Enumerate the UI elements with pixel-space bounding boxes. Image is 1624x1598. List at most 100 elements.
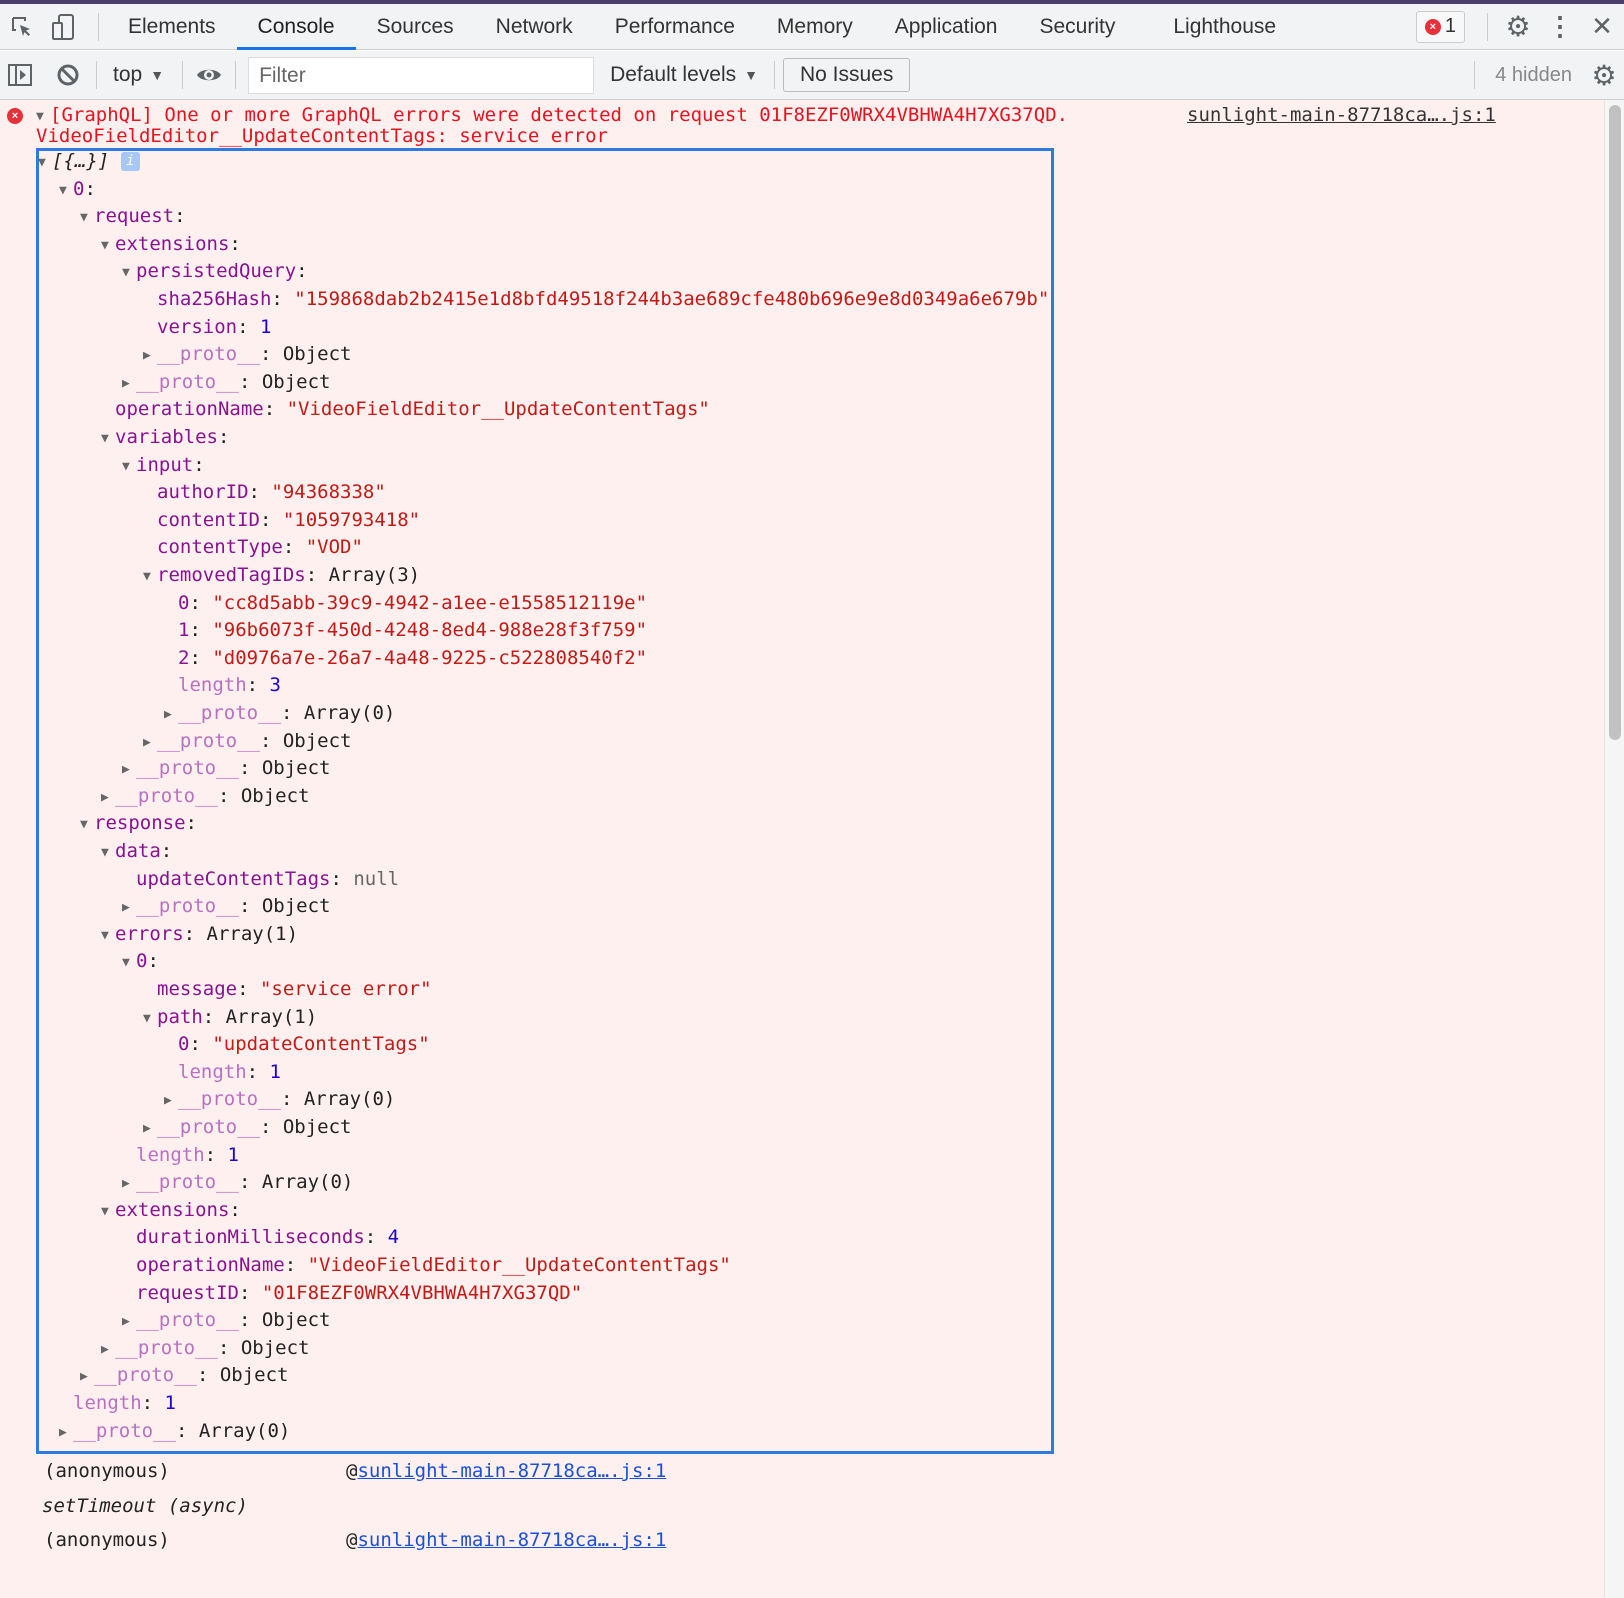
- tab-sources[interactable]: Sources: [376, 14, 454, 38]
- property-key: __proto__: [94, 1364, 197, 1387]
- tab-performance[interactable]: Performance: [614, 14, 735, 38]
- object-tree-row[interactable]: ▼extensions:: [101, 231, 252, 258]
- spacer: [164, 591, 178, 618]
- collapsed-triangle-icon[interactable]: ▶: [122, 900, 130, 916]
- expanded-triangle-icon[interactable]: ▼: [101, 1203, 109, 1219]
- tab-console[interactable]: Console: [236, 4, 356, 50]
- object-tree-row[interactable]: ▼extensions:: [101, 1197, 252, 1224]
- tab-lighthouse[interactable]: Lighthouse: [1173, 14, 1277, 38]
- live-expression-eye-icon[interactable]: [191, 65, 227, 85]
- object-tree-row[interactable]: ▶__proto__: Object: [101, 783, 309, 810]
- object-tree-row[interactable]: ▼data:: [101, 838, 184, 865]
- issues-button[interactable]: No Issues: [782, 58, 911, 92]
- log-levels-dropdown[interactable]: Default levels ▼: [594, 63, 770, 87]
- info-icon[interactable]: i: [120, 152, 140, 171]
- source-location-link[interactable]: sunlight-main-87718ca….js:1: [1187, 104, 1496, 126]
- vertical-scrollbar[interactable]: [1604, 100, 1624, 1598]
- expanded-triangle-icon[interactable]: ▼: [80, 817, 88, 833]
- collapsed-triangle-icon[interactable]: ▶: [143, 734, 151, 750]
- collapsed-triangle-icon[interactable]: ▶: [143, 1121, 151, 1136]
- at-sign: @: [346, 1529, 358, 1551]
- object-tree-row[interactable]: ▼0:: [59, 176, 107, 203]
- collapsed-triangle-icon[interactable]: ▶: [164, 707, 172, 722]
- object-tree-row[interactable]: ▶__proto__: Object: [101, 1335, 309, 1362]
- expanded-triangle-icon[interactable]: ▼: [101, 431, 109, 446]
- object-tree-row[interactable]: ▶__proto__: Array(0): [164, 700, 395, 727]
- object-tree-row[interactable]: ▶__proto__: Object: [143, 341, 351, 368]
- expanded-triangle-icon[interactable]: ▼: [143, 1010, 151, 1026]
- expand-triangle-icon[interactable]: ▼: [36, 109, 44, 124]
- object-tree-row[interactable]: ▶__proto__: Object: [122, 369, 330, 396]
- object-tree-row[interactable]: ▶__proto__: Object: [122, 893, 330, 920]
- close-devtools-icon[interactable]: ✕: [1591, 11, 1613, 41]
- object-tree-row[interactable]: ▼0:: [122, 948, 170, 975]
- more-options-icon[interactable]: ⋮: [1547, 11, 1573, 41]
- error-count-badge[interactable]: × 1: [1415, 10, 1465, 43]
- object-tree-row: length: 3: [164, 672, 281, 699]
- error-message-line-2: VideoFieldEditor__UpdateContentTags: ser…: [36, 125, 608, 147]
- context-selector[interactable]: top ▼: [103, 63, 174, 87]
- object-tree-row[interactable]: ▼removedTagIDs: Array(3): [143, 562, 420, 589]
- colon: :: [189, 1033, 213, 1056]
- tab-elements[interactable]: Elements: [128, 14, 216, 38]
- collapsed-triangle-icon[interactable]: ▶: [164, 1093, 172, 1109]
- stack-frame-link[interactable]: sunlight-main-87718ca….js:1: [357, 1529, 667, 1551]
- inspect-element-icon[interactable]: [0, 4, 44, 50]
- error-message-line-1[interactable]: ▼[GraphQL] One or more GraphQL errors we…: [36, 102, 1068, 129]
- tab-memory[interactable]: Memory: [776, 14, 853, 38]
- console-settings-gear-icon[interactable]: ⚙: [1591, 59, 1617, 91]
- tab-security[interactable]: Security: [1039, 14, 1116, 38]
- expanded-triangle-icon[interactable]: ▼: [59, 182, 67, 198]
- collapsed-triangle-icon[interactable]: ▶: [143, 348, 151, 364]
- expanded-triangle-icon[interactable]: ▼: [122, 458, 130, 474]
- expanded-triangle-icon[interactable]: ▼: [143, 569, 151, 584]
- scrollbar-thumb[interactable]: [1609, 105, 1621, 740]
- object-tree-row: operationName: "VideoFieldEditor__Update…: [101, 396, 710, 423]
- settings-gear-icon[interactable]: ⚙: [1505, 11, 1531, 42]
- object-tree-row[interactable]: ▶__proto__: Array(0): [122, 1169, 353, 1196]
- object-tree-row[interactable]: ▶__proto__: Object: [122, 1307, 330, 1334]
- collapsed-triangle-icon[interactable]: ▶: [122, 762, 130, 778]
- expanded-triangle-icon[interactable]: ▼: [122, 955, 130, 971]
- filter-input[interactable]: Filter: [248, 56, 595, 94]
- expanded-triangle-icon[interactable]: ▼: [80, 210, 88, 226]
- device-toolbar-icon[interactable]: [44, 4, 84, 50]
- collapsed-triangle-icon[interactable]: ▶: [59, 1424, 67, 1440]
- object-tree-row[interactable]: ▶__proto__: Array(0): [59, 1418, 290, 1445]
- colon: :: [238, 1281, 262, 1304]
- clear-console-icon[interactable]: [40, 63, 96, 87]
- stack-frame-function: (anonymous): [44, 1460, 170, 1482]
- expanded-triangle-icon[interactable]: ▼: [101, 845, 109, 860]
- spacer: [101, 397, 115, 424]
- collapsed-triangle-icon[interactable]: ▶: [122, 1314, 130, 1330]
- object-tree-row[interactable]: ▶__proto__: Object: [122, 755, 330, 782]
- object-tree-row[interactable]: ▼[{…}] i: [38, 148, 140, 175]
- at-sign: @: [346, 1460, 358, 1482]
- object-tree-row[interactable]: ▼path: Array(1): [143, 1004, 317, 1031]
- object-tree-row[interactable]: ▼variables:: [101, 424, 241, 451]
- object-tree-row[interactable]: ▼input:: [122, 452, 216, 479]
- collapsed-triangle-icon[interactable]: ▶: [122, 1176, 130, 1192]
- object-tree-row[interactable]: ▼persistedQuery:: [122, 258, 319, 285]
- property-key: length: [178, 1060, 247, 1083]
- tab-network[interactable]: Network: [495, 14, 573, 38]
- collapsed-triangle-icon[interactable]: ▶: [80, 1369, 88, 1385]
- object-tree-row[interactable]: ▼errors: Array(1): [101, 921, 298, 948]
- object-tree-row[interactable]: ▼request:: [80, 203, 197, 230]
- collapsed-triangle-icon[interactable]: ▶: [122, 375, 130, 391]
- colon: :: [259, 343, 283, 366]
- expanded-triangle-icon[interactable]: ▼: [38, 155, 46, 170]
- tab-application[interactable]: Application: [894, 14, 998, 38]
- show-sidebar-icon[interactable]: [0, 63, 40, 87]
- object-tree-row[interactable]: ▶__proto__: Object: [143, 1114, 351, 1141]
- expanded-triangle-icon[interactable]: ▼: [101, 927, 109, 943]
- object-tree-row[interactable]: ▶__proto__: Object: [80, 1362, 288, 1389]
- object-tree-row[interactable]: ▶__proto__: Object: [143, 728, 351, 755]
- stack-frame-link[interactable]: sunlight-main-87718ca….js:1: [357, 1460, 667, 1482]
- expanded-triangle-icon[interactable]: ▼: [122, 265, 130, 281]
- object-tree-row[interactable]: ▼response:: [80, 810, 208, 837]
- expanded-triangle-icon[interactable]: ▼: [101, 237, 109, 253]
- object-tree-row[interactable]: ▶__proto__: Array(0): [164, 1086, 395, 1113]
- collapsed-triangle-icon[interactable]: ▶: [101, 789, 109, 805]
- collapsed-triangle-icon[interactable]: ▶: [101, 1341, 109, 1357]
